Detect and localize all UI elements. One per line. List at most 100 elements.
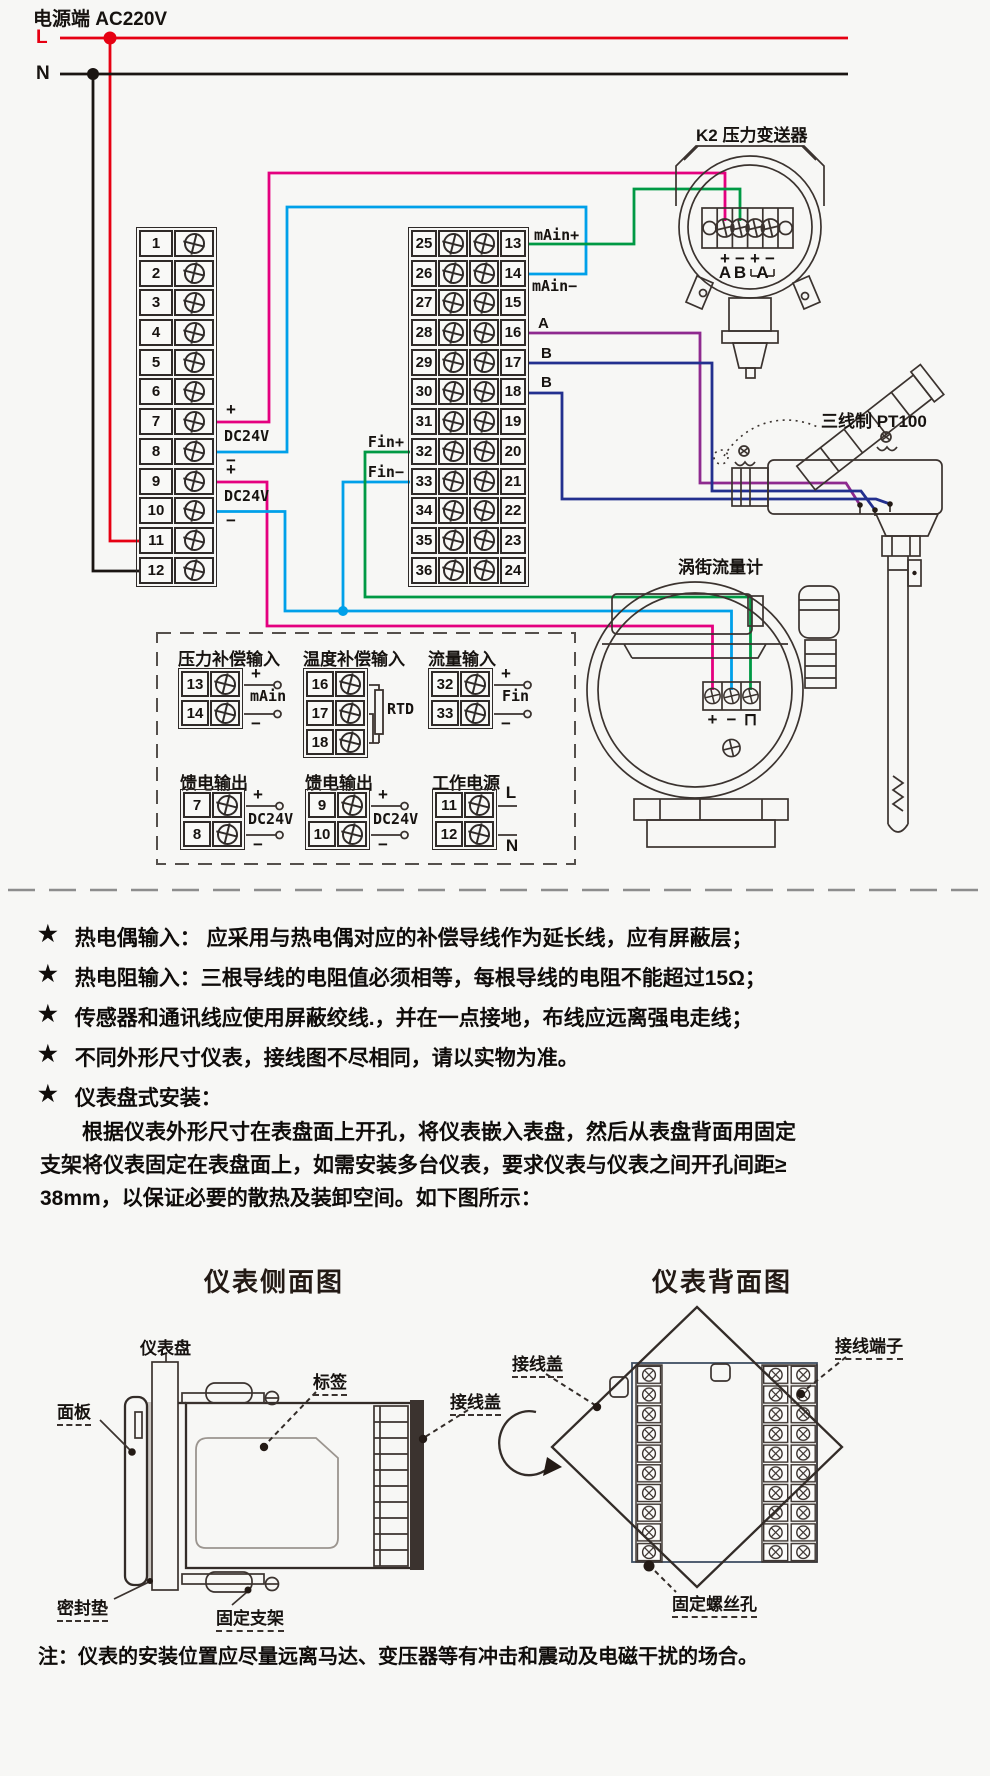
terminal-number: 25	[411, 230, 437, 257]
g4-label: DC24V	[248, 810, 294, 828]
screw-terminal-icon	[174, 437, 214, 465]
main-minus-label: mAin−	[532, 277, 578, 295]
comp-group-temperature: 16 17 18	[303, 668, 368, 758]
terminal-row: 9	[308, 792, 367, 818]
terminal-row: 6	[139, 378, 214, 406]
screw-terminal-icon	[438, 230, 468, 257]
g1-plus: +	[251, 664, 261, 683]
g1-label: mAin	[250, 687, 287, 705]
line-l-label: L	[36, 27, 48, 48]
line-n-label: N	[36, 63, 50, 84]
terminal-number: 13	[500, 230, 526, 257]
terminal-row: 27 15	[411, 289, 526, 317]
screw-terminal-icon	[469, 526, 499, 554]
g3-label: Fin	[502, 687, 530, 705]
terminal-row: 11	[435, 792, 494, 818]
screw-terminal-icon	[464, 821, 494, 847]
comp-group-feed1: 7 8	[180, 789, 245, 850]
terminal-number: 6	[139, 378, 173, 406]
screw-terminal-icon	[469, 289, 499, 317]
group5-title: 馈电输出	[305, 774, 373, 793]
terminal-number: 16	[306, 671, 334, 697]
terminal-row: 8	[139, 437, 214, 465]
g4-minus: −	[253, 835, 263, 854]
vortex-flowmeter	[586, 581, 840, 848]
tx-sign-2: −	[735, 249, 745, 268]
screw-terminal-icon	[438, 259, 468, 287]
terminal-row: 11	[139, 526, 214, 554]
fm-sign-minus: −	[726, 710, 737, 729]
terminal-row: 17	[306, 700, 365, 726]
screw-terminal-icon	[469, 408, 499, 436]
terminal-number: 27	[411, 289, 437, 317]
terminal-row: 1	[139, 230, 214, 257]
g3-minus: −	[501, 714, 511, 733]
fm-sign-pulse: ⊓	[743, 710, 758, 729]
terminal-number: 33	[411, 467, 437, 495]
terminal-number: 14	[181, 700, 209, 726]
screw-terminal-icon	[212, 792, 242, 818]
screw-terminal-icon	[460, 671, 490, 697]
screw-terminal-icon	[438, 437, 468, 465]
tx-bracket-label: A	[756, 263, 769, 282]
terminal-number: 9	[139, 467, 173, 495]
screw-terminal-icon	[460, 700, 490, 726]
terminal-number: 11	[139, 526, 173, 554]
note-4: ★不同外形尺寸仪表，接线图不尽相同，请以实物为准。	[38, 1042, 579, 1072]
screw-terminal-icon	[174, 408, 214, 436]
screw-terminal-icon	[174, 348, 214, 376]
terminal-number: 17	[500, 348, 526, 376]
terminal-number: 26	[411, 259, 437, 287]
compensation-box	[156, 632, 576, 865]
panel-label: 仪表盘	[140, 1339, 191, 1358]
g1-minus: −	[251, 714, 261, 733]
terminal-number: 14	[500, 259, 526, 287]
install-paragraph-line2: 支架将仪表固定在表盘面上，如需安装多台仪表，要求仪表与仪表之间开孔间距≥	[40, 1154, 787, 1177]
screw-terminal-icon	[335, 729, 365, 755]
terminal-number: 15	[500, 289, 526, 317]
screw-terminal-icon	[438, 556, 468, 584]
star-icon: ★	[38, 1041, 58, 1066]
terminal-number: 2	[139, 259, 173, 287]
pt100-title: 三线制 PT100	[821, 412, 927, 431]
pressure-transmitter	[675, 145, 825, 379]
screw-terminal-icon	[469, 437, 499, 465]
side-view-art	[99, 1354, 469, 1606]
rs485-a-label: A	[538, 315, 549, 332]
terminal-number: 17	[306, 700, 334, 726]
terminal-row: 12	[435, 821, 494, 847]
tx-b-label: B	[733, 263, 747, 282]
g5-minus: −	[378, 835, 388, 854]
screw-terminal-icon	[469, 467, 499, 495]
flowmeter-title: 涡街流量计	[678, 558, 763, 577]
rtd-b2-label: B	[541, 374, 552, 391]
star-icon: ★	[38, 1001, 58, 1026]
g3-plus: +	[501, 664, 511, 683]
terminal-number: 10	[139, 497, 173, 525]
screw-terminal-icon	[438, 378, 468, 406]
comp-group-flow: 32 33	[428, 668, 493, 729]
terminal-row: 2	[139, 259, 214, 287]
terminal-number: 16	[500, 319, 526, 347]
screw-terminal-icon	[469, 259, 499, 287]
terminal-number: 18	[500, 378, 526, 406]
terminal-number: 19	[500, 408, 526, 436]
g6-n: N	[505, 836, 519, 855]
screw-terminal-icon	[438, 319, 468, 347]
group6-title: 工作电源	[432, 774, 500, 793]
pt100-sensor	[713, 363, 945, 833]
screw-terminal-icon	[174, 289, 214, 317]
screw-terminal-icon	[438, 408, 468, 436]
transmitter-title: K2 压力变送器	[696, 126, 808, 145]
side-cover-label: 接线盖	[450, 1388, 501, 1416]
terminal-number: 33	[431, 700, 459, 726]
front-panel-label: 面板	[57, 1398, 91, 1426]
comp-group-power: 11 12	[432, 789, 497, 850]
terminal-number: 35	[411, 526, 437, 554]
terminal-number: 10	[308, 821, 336, 847]
terminal-row: 5	[139, 348, 214, 376]
install-paragraph-line1: 根据仪表外形尺寸在表盘面上开孔，将仪表嵌入表盘，然后从表盘背面用固定	[82, 1121, 796, 1144]
screw-terminal-icon	[174, 230, 214, 257]
terminal-number: 12	[139, 556, 173, 584]
